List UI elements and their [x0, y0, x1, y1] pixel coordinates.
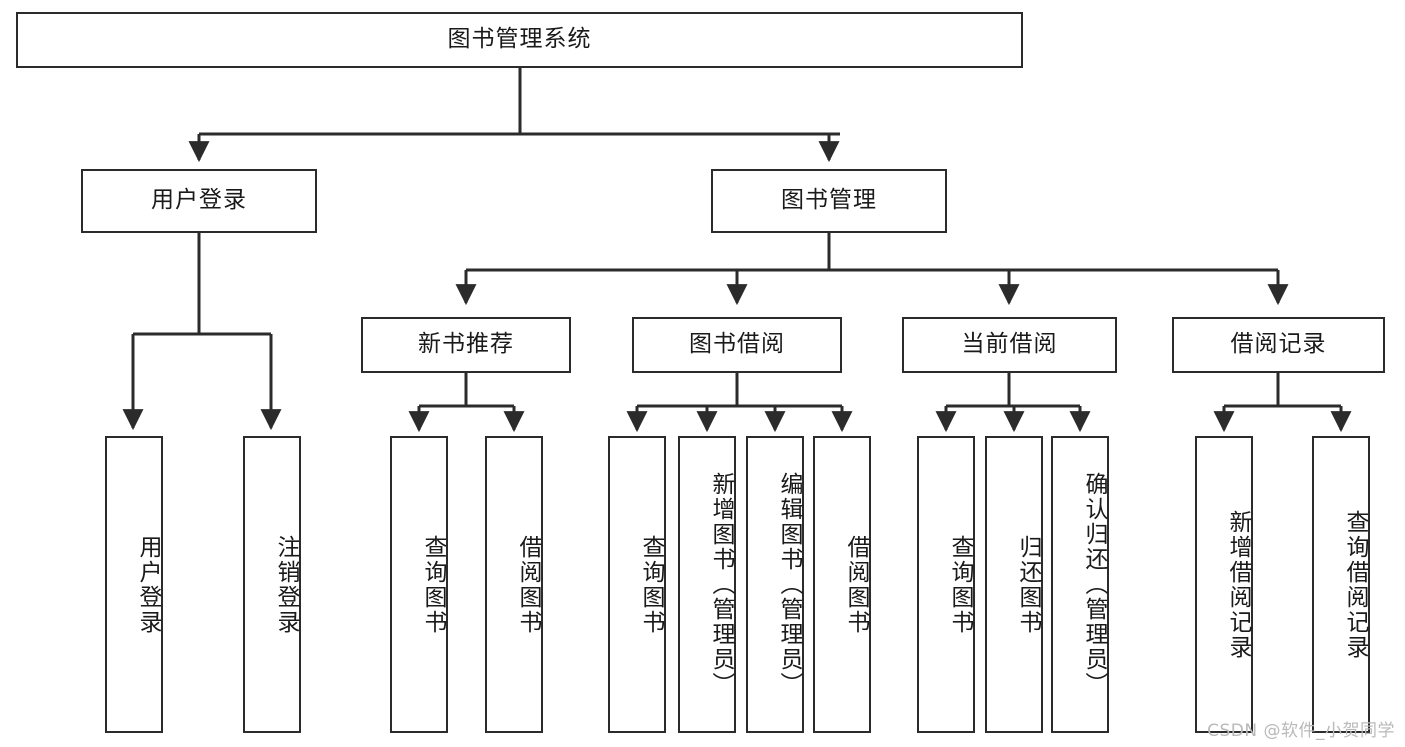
leaf-user-login-login[interactable]: 用户登录: [105, 436, 163, 733]
leaf-book-borrow-query-book[interactable]: 查询图书: [608, 436, 666, 733]
node-label: 新书推荐: [418, 331, 514, 358]
node-user-login[interactable]: 用户登录: [81, 169, 317, 233]
node-label: 注销登录: [273, 534, 299, 635]
leaf-new-book-query-book[interactable]: 查询图书: [390, 436, 448, 733]
node-label: 新增借阅记录: [1225, 509, 1251, 660]
node-book-management[interactable]: 图书管理: [711, 169, 947, 233]
node-label: 用户登录: [151, 187, 247, 214]
leaf-user-login-logout[interactable]: 注销登录: [243, 436, 301, 733]
node-label: 图书借阅: [689, 331, 785, 358]
node-label: 新增图书（管理员）: [708, 472, 734, 697]
node-label: 借阅记录: [1230, 331, 1327, 358]
node-root-book-management-system[interactable]: 图书管理系统: [16, 12, 1023, 68]
leaf-borrow-record-query-record[interactable]: 查询借阅记录: [1312, 436, 1370, 733]
node-book-borrow[interactable]: 图书借阅: [632, 317, 842, 373]
node-label: 编辑图书（管理员）: [776, 472, 802, 697]
leaf-book-borrow-edit-book-admin[interactable]: 编辑图书（管理员）: [746, 436, 804, 733]
leaf-current-borrow-confirm-return-admin[interactable]: 确认归还（管理员）: [1051, 436, 1109, 733]
leaf-book-borrow-borrow-book[interactable]: 借阅图书: [813, 436, 871, 733]
node-label: 借阅图书: [515, 534, 541, 635]
node-new-book-recommend[interactable]: 新书推荐: [361, 317, 571, 373]
node-label: 图书管理系统: [447, 26, 592, 53]
leaf-book-borrow-add-book-admin[interactable]: 新增图书（管理员）: [678, 436, 736, 733]
node-label: 查询图书: [947, 534, 973, 635]
node-label: 图书管理: [781, 187, 877, 214]
node-label: 查询借阅记录: [1342, 509, 1368, 660]
node-label: 查询图书: [638, 534, 664, 635]
node-label: 当前借阅: [961, 331, 1058, 358]
node-label: 借阅图书: [843, 534, 869, 635]
node-label: 用户登录: [135, 534, 161, 635]
node-current-borrow[interactable]: 当前借阅: [902, 317, 1117, 373]
leaf-current-borrow-return-book[interactable]: 归还图书: [985, 436, 1043, 733]
node-label: 归还图书: [1015, 534, 1041, 635]
node-borrow-record[interactable]: 借阅记录: [1172, 317, 1385, 373]
leaf-new-book-borrow-book[interactable]: 借阅图书: [485, 436, 543, 733]
leaf-borrow-record-add-record[interactable]: 新增借阅记录: [1195, 436, 1253, 733]
node-label: 查询图书: [420, 534, 446, 635]
leaf-current-borrow-query-book[interactable]: 查询图书: [917, 436, 975, 733]
node-label: 确认归还（管理员）: [1081, 472, 1107, 697]
